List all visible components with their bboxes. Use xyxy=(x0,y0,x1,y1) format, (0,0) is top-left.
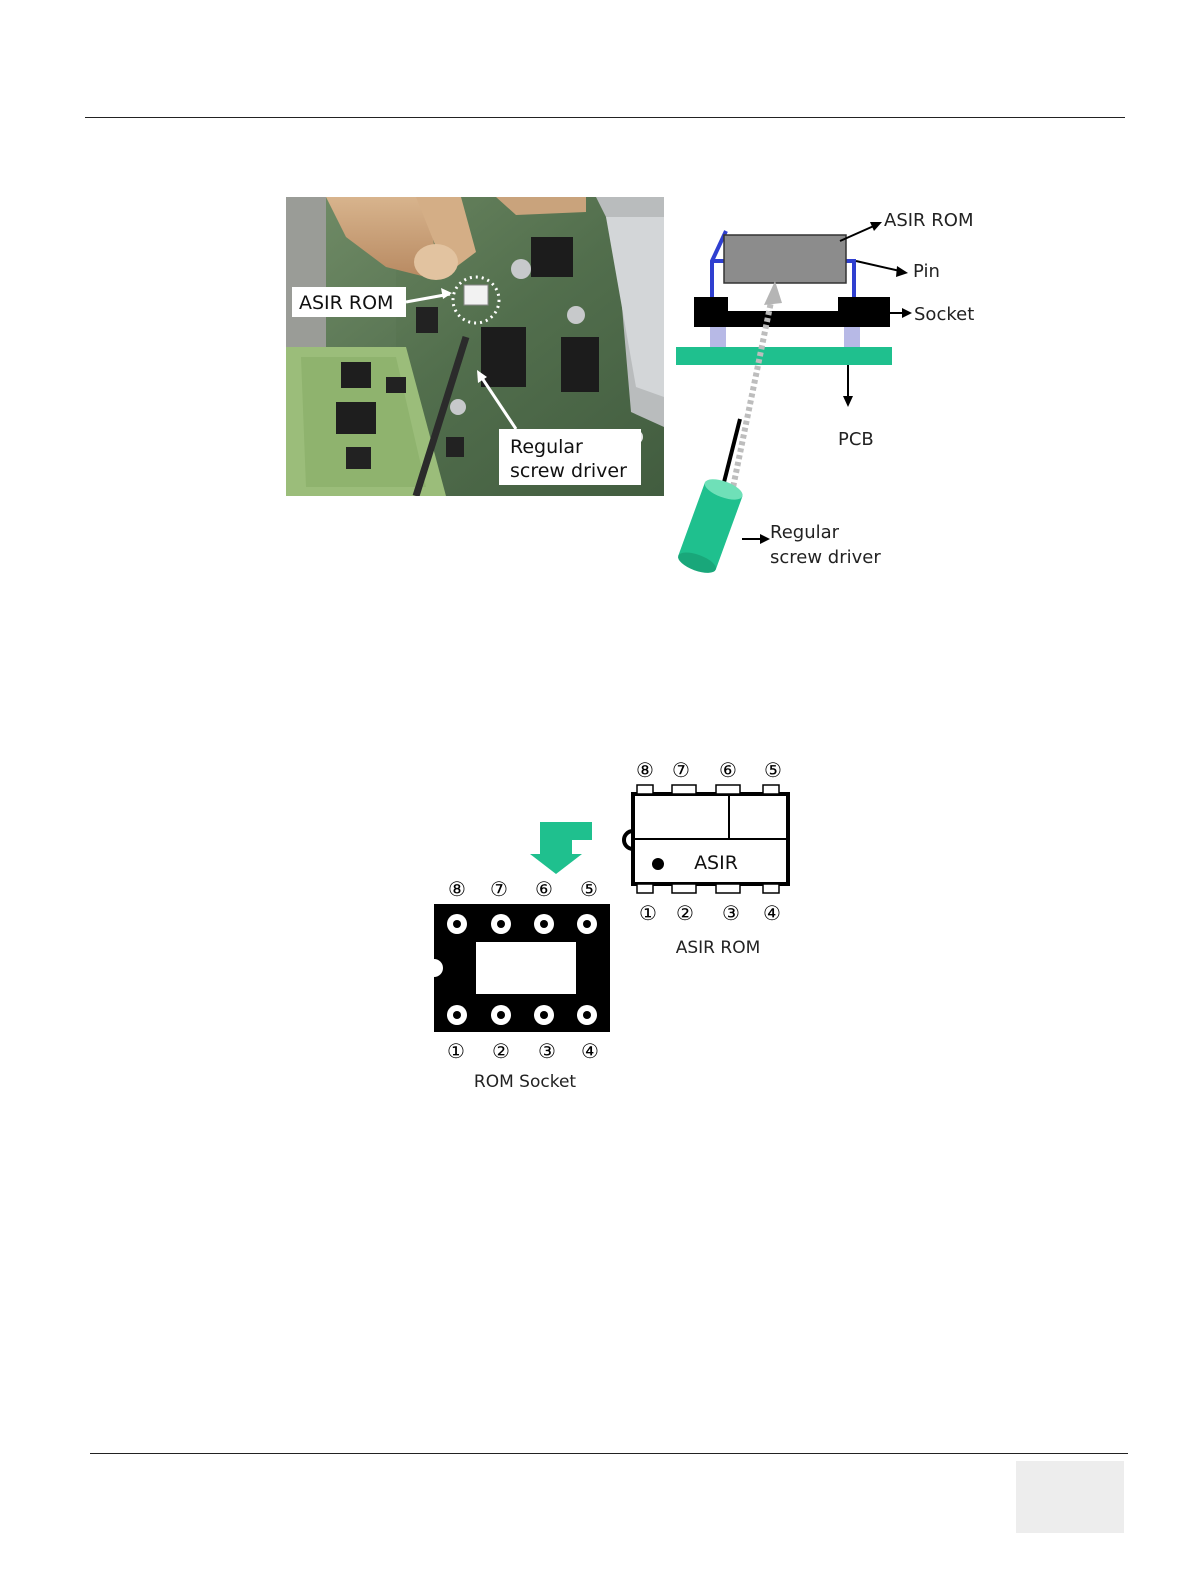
socket-pin-2: ② xyxy=(492,1039,510,1063)
socket-pin-1: ① xyxy=(447,1039,465,1063)
rom-removal-figure: ASIR ROM Regular screw driver xyxy=(286,197,986,602)
chip-pin-6: ⑥ xyxy=(719,758,737,782)
chip-caption: ASIR ROM xyxy=(676,938,761,958)
chip-pin-3: ③ xyxy=(722,901,740,925)
photo-rom-callout: ASIR ROM xyxy=(299,292,393,314)
chip-body xyxy=(724,235,846,283)
chip-label: ASIR xyxy=(694,852,738,874)
schematic-socket-label: Socket xyxy=(914,304,974,325)
socket-caption: ROM Socket xyxy=(474,1072,577,1092)
header-rule xyxy=(85,117,1125,118)
socket-pin-6: ⑥ xyxy=(535,877,553,901)
socket-cross-section: ASIR ROM Pin Socket PCB Regular screw dr… xyxy=(664,197,986,602)
pinout-diagram: ASIR ⑧ ⑦ ⑥ ⑤ ① ② ③ ④ ASIR ROM xyxy=(420,752,820,1097)
schematic-pcb-label: PCB xyxy=(838,429,874,450)
schematic-asir-rom-label: ASIR ROM xyxy=(884,210,973,231)
schematic-driver-label-line1: Regular xyxy=(770,522,840,543)
socket-pin-3: ③ xyxy=(538,1039,556,1063)
chip-pin-5: ⑤ xyxy=(764,758,782,782)
socket-pin-4: ④ xyxy=(581,1039,599,1063)
photo-driver-callout-line1: Regular xyxy=(510,436,583,458)
schematic-pin-label: Pin xyxy=(913,261,940,282)
screwdriver xyxy=(675,475,745,577)
socket-pin-8: ⑧ xyxy=(448,877,466,901)
rom-socket xyxy=(434,904,610,1032)
rom-pinout-figure: ASIR ⑧ ⑦ ⑥ ⑤ ① ② ③ ④ ASIR ROM xyxy=(420,752,820,1097)
pcb-board xyxy=(676,347,892,365)
insert-arrow-icon xyxy=(530,822,592,874)
chip-pin-4: ④ xyxy=(763,901,781,925)
socket-pin-7: ⑦ xyxy=(490,877,508,901)
footer-rule xyxy=(90,1453,1128,1454)
chip-pin-2: ② xyxy=(676,901,694,925)
chip-pin-8: ⑧ xyxy=(636,758,654,782)
photo-driver-callout-line2: screw driver xyxy=(510,460,627,482)
board-photo: ASIR ROM Regular screw driver xyxy=(286,197,664,496)
schematic-driver-label-line2: screw driver xyxy=(770,547,881,568)
chip-pin-1: ① xyxy=(639,901,657,925)
asir-rom-chip: ASIR xyxy=(624,785,788,893)
chip-pin-7: ⑦ xyxy=(672,758,690,782)
socket-pin-5: ⑤ xyxy=(580,877,598,901)
page-number-box xyxy=(1016,1461,1124,1533)
